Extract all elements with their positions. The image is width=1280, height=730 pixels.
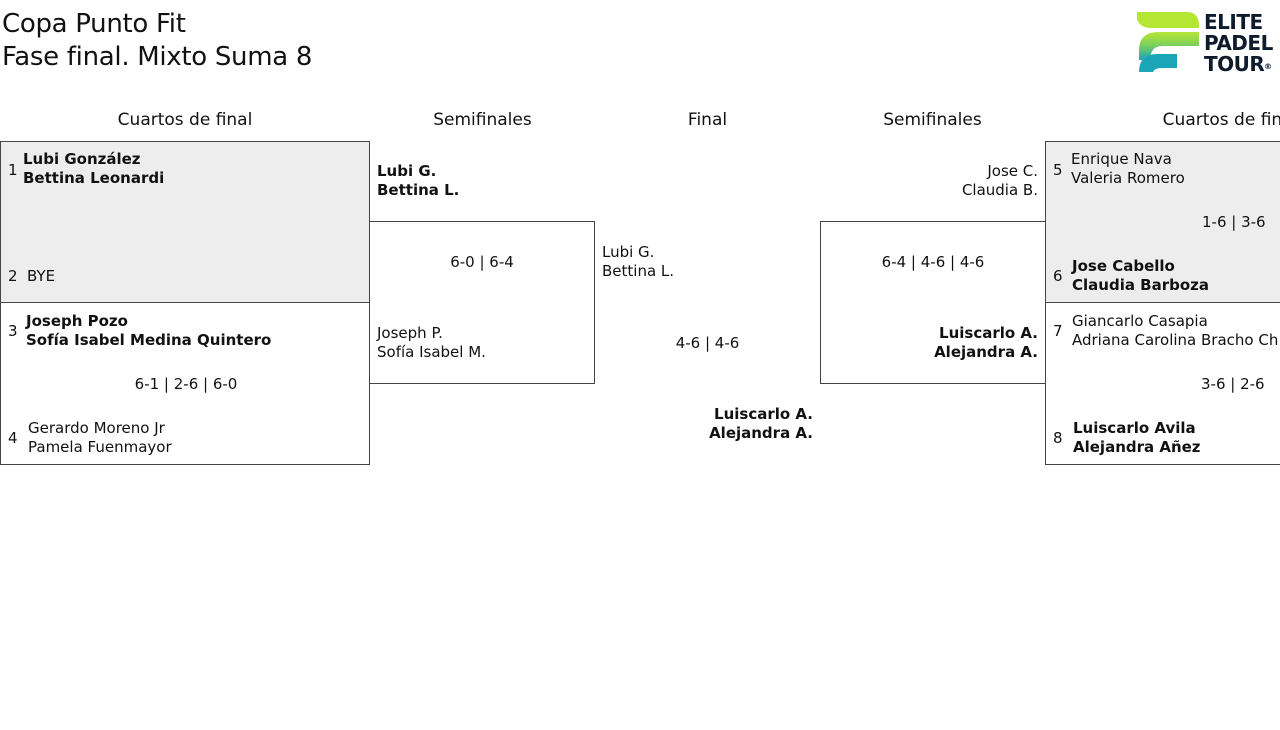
qf-right-match-1: 5 Enrique Nava Valeria Romero 1-6 | 3-6 …	[1045, 141, 1280, 303]
final-match-score: 4-6 | 4-6	[675, 334, 740, 352]
logo-mark-icon	[1137, 12, 1199, 72]
team-player-1: Luiscarlo A.	[939, 324, 1038, 342]
team-player-2: Pamela Fuenmayor	[28, 438, 172, 456]
match-score: 6-0 | 6-4	[450, 253, 514, 271]
team-player-1: Jose Cabello	[1072, 257, 1175, 275]
column-header-quarterfinals-right: Cuartos de final	[1162, 110, 1280, 130]
seed-number: 4	[8, 429, 18, 447]
seed-number: 8	[1053, 429, 1063, 447]
logo-text-tour: TOUR	[1204, 52, 1265, 76]
sf-left-team-a-player-2: Bettina L.	[377, 181, 460, 199]
team-player-2: Adriana Carolina Bracho Ch	[1072, 331, 1279, 349]
team-player-2: Alejandra A.	[934, 343, 1038, 361]
seed-number: 5	[1053, 161, 1063, 179]
seed-number: 2	[8, 267, 18, 285]
sf-left-connector: 6-0 | 6-4 Joseph P. Sofía Isabel M.	[369, 221, 595, 384]
final-team-b-player-2: Alejandra A.	[709, 424, 813, 442]
team-player-1: Enrique Nava	[1071, 150, 1172, 168]
qf-right-match-2: 7 Giancarlo Casapia Adriana Carolina Bra…	[1045, 302, 1280, 465]
seed-number: 1	[8, 161, 18, 179]
page-title: Copa Punto Fit	[2, 9, 186, 39]
team-player-2: Valeria Romero	[1071, 169, 1185, 187]
page-subtitle: Fase final. Mixto Suma 8	[2, 42, 313, 72]
sf-right-team-a-player-1: Jose C.	[987, 162, 1038, 180]
team-player-1: Luiscarlo Avila	[1073, 419, 1196, 437]
team-player-1: Joseph Pozo	[26, 312, 128, 330]
final-team-a-player-2: Bettina L.	[602, 262, 675, 280]
sf-right-connector: 6-4 | 4-6 | 4-6 Luiscarlo A. Alejandra A…	[820, 221, 1046, 384]
team-player-2: Bettina Leonardi	[23, 169, 165, 187]
column-header-semifinals-left: Semifinales	[433, 110, 532, 130]
final-team-b-player-1: Luiscarlo A.	[714, 405, 813, 423]
team-player-2: Sofía Isabel M.	[377, 343, 486, 361]
column-header-semifinals-right: Semifinales	[883, 110, 982, 130]
column-header-quarterfinals-left: Cuartos de final	[117, 110, 253, 130]
team-player-1: Joseph P.	[377, 324, 443, 342]
logo-text-padel: PADEL	[1204, 31, 1273, 55]
team-player-1: Lubi González	[23, 150, 141, 168]
logo-registered-mark: ®	[1264, 62, 1272, 71]
team-player-1: Giancarlo Casapia	[1072, 312, 1208, 330]
match-score: 3-6 | 2-6	[1201, 375, 1265, 393]
team-player-1: Gerardo Moreno Jr	[28, 419, 165, 437]
qf-left-match-2: 3 Joseph Pozo Sofía Isabel Medina Quinte…	[0, 302, 370, 465]
team-player-2: Alejandra Añez	[1073, 438, 1201, 456]
logo-text-elite: ELITE	[1204, 10, 1263, 34]
match-score: 1-6 | 3-6	[1202, 213, 1266, 231]
sf-right-team-a-player-2: Claudia B.	[961, 181, 1038, 199]
team-bye: BYE	[27, 267, 56, 285]
column-header-final: Final	[687, 110, 728, 130]
match-score: 6-1 | 2-6 | 6-0	[134, 375, 238, 393]
seed-number: 6	[1053, 267, 1063, 285]
sf-left-team-a-player-1: Lubi G.	[377, 162, 437, 180]
team-player-2: Claudia Barboza	[1072, 276, 1210, 294]
match-score: 6-4 | 4-6 | 4-6	[881, 253, 985, 271]
team-player-2: Sofía Isabel Medina Quintero	[26, 331, 272, 349]
seed-number: 3	[8, 322, 18, 340]
final-team-a-player-1: Lubi G.	[602, 243, 655, 261]
qf-left-match-1: 1 Lubi González Bettina Leonardi 2 BYE	[0, 141, 370, 303]
seed-number: 7	[1053, 322, 1063, 340]
elite-padel-tour-logo: ELITE PADEL TOUR ®	[1137, 10, 1277, 76]
